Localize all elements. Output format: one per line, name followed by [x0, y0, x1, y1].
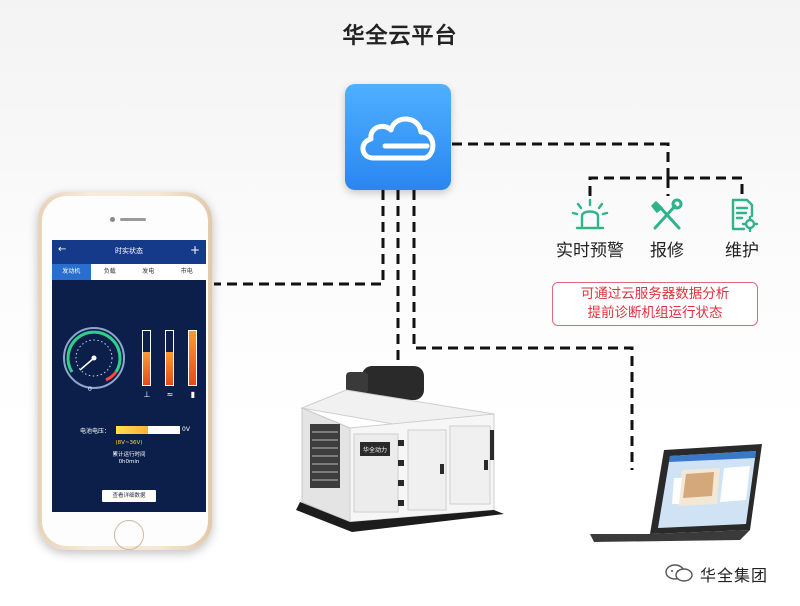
document-gear-icon	[731, 198, 759, 232]
tab-mains[interactable]: 市电	[180, 268, 193, 275]
page-title: 华全云平台	[342, 24, 458, 49]
voltage-range: (8V~36V)	[115, 440, 143, 446]
runtime-value: 0h0min	[118, 459, 140, 465]
tab-engine[interactable]: 发动机	[52, 264, 91, 280]
wechat-icon	[665, 564, 693, 582]
feature-maintenance[interactable]: 维护	[702, 198, 782, 261]
speed-gauge	[63, 327, 125, 389]
tab-load[interactable]: 负载	[103, 268, 116, 275]
exhaust-muffler	[362, 366, 424, 400]
voltage-label: 电池电压：	[80, 428, 111, 435]
link-cloud-phone	[214, 190, 385, 286]
feature-realtime-alert[interactable]: 实时预警	[550, 198, 630, 261]
app-title: 时实状态	[115, 247, 143, 255]
generator-base	[296, 502, 504, 532]
link-cloud-laptop	[412, 190, 634, 470]
footer-watermark: 华全集团	[700, 566, 769, 585]
generator-badge	[360, 442, 390, 456]
voltage-bar	[116, 426, 180, 434]
phone-screen: ← 时实状态 + 发动机 负载 发电 市电 0 ⊥	[52, 240, 206, 512]
phone-speaker	[120, 218, 146, 221]
feature-label: 实时预警	[556, 241, 624, 261]
view-details-button[interactable]: 查看详细数据	[102, 490, 156, 502]
level-bar-oil	[142, 330, 151, 386]
wrench-screwdriver-icon	[650, 198, 683, 230]
tab-generation[interactable]: 发电	[142, 268, 155, 275]
cloud-icon	[360, 116, 436, 161]
link-services-bus	[588, 176, 744, 196]
generator-brand: 华全动力	[363, 446, 387, 454]
note-line-2: 提前诊断机组运行状态	[587, 305, 723, 321]
alarm-siren-icon	[571, 198, 609, 230]
runtime-label: 累计运行时间	[112, 452, 146, 458]
link-cloud-services	[452, 142, 670, 178]
back-arrow-icon[interactable]: ←	[58, 244, 67, 255]
voltage-value: 0V	[182, 426, 190, 433]
smartphone: ← 时实状态 + 发动机 负载 发电 市电 0 ⊥	[38, 192, 212, 550]
analysis-note: 可通过云服务器数据分析 提前诊断机组运行状态	[552, 282, 758, 326]
feature-repair[interactable]: 报修	[627, 198, 707, 261]
cloud-platform-tile[interactable]	[345, 84, 451, 190]
note-line-1: 可通过云服务器数据分析	[580, 286, 730, 302]
generator-set: 华全动力	[296, 366, 504, 532]
feature-label: 维护	[725, 241, 759, 261]
fuel-icon: ▮	[190, 390, 196, 399]
laptop	[590, 444, 762, 542]
feature-label: 报修	[650, 241, 684, 261]
gauge-readout: 0	[88, 386, 92, 393]
home-button[interactable]	[114, 520, 144, 550]
temperature-icon: ≈	[166, 390, 174, 399]
plus-icon[interactable]: +	[189, 243, 200, 257]
phone-camera	[110, 217, 115, 222]
app-tabs: 发动机 负载 发电 市电	[52, 264, 206, 280]
level-bar-fuel	[188, 330, 197, 386]
app-header: ← 时实状态 +	[52, 240, 206, 264]
level-bar-temp	[165, 330, 174, 386]
phone-face: ← 时实状态 + 发动机 负载 发电 市电 0 ⊥	[42, 196, 208, 550]
laptop-keyboard	[590, 530, 750, 542]
oil-icon: ⊥	[143, 390, 151, 399]
